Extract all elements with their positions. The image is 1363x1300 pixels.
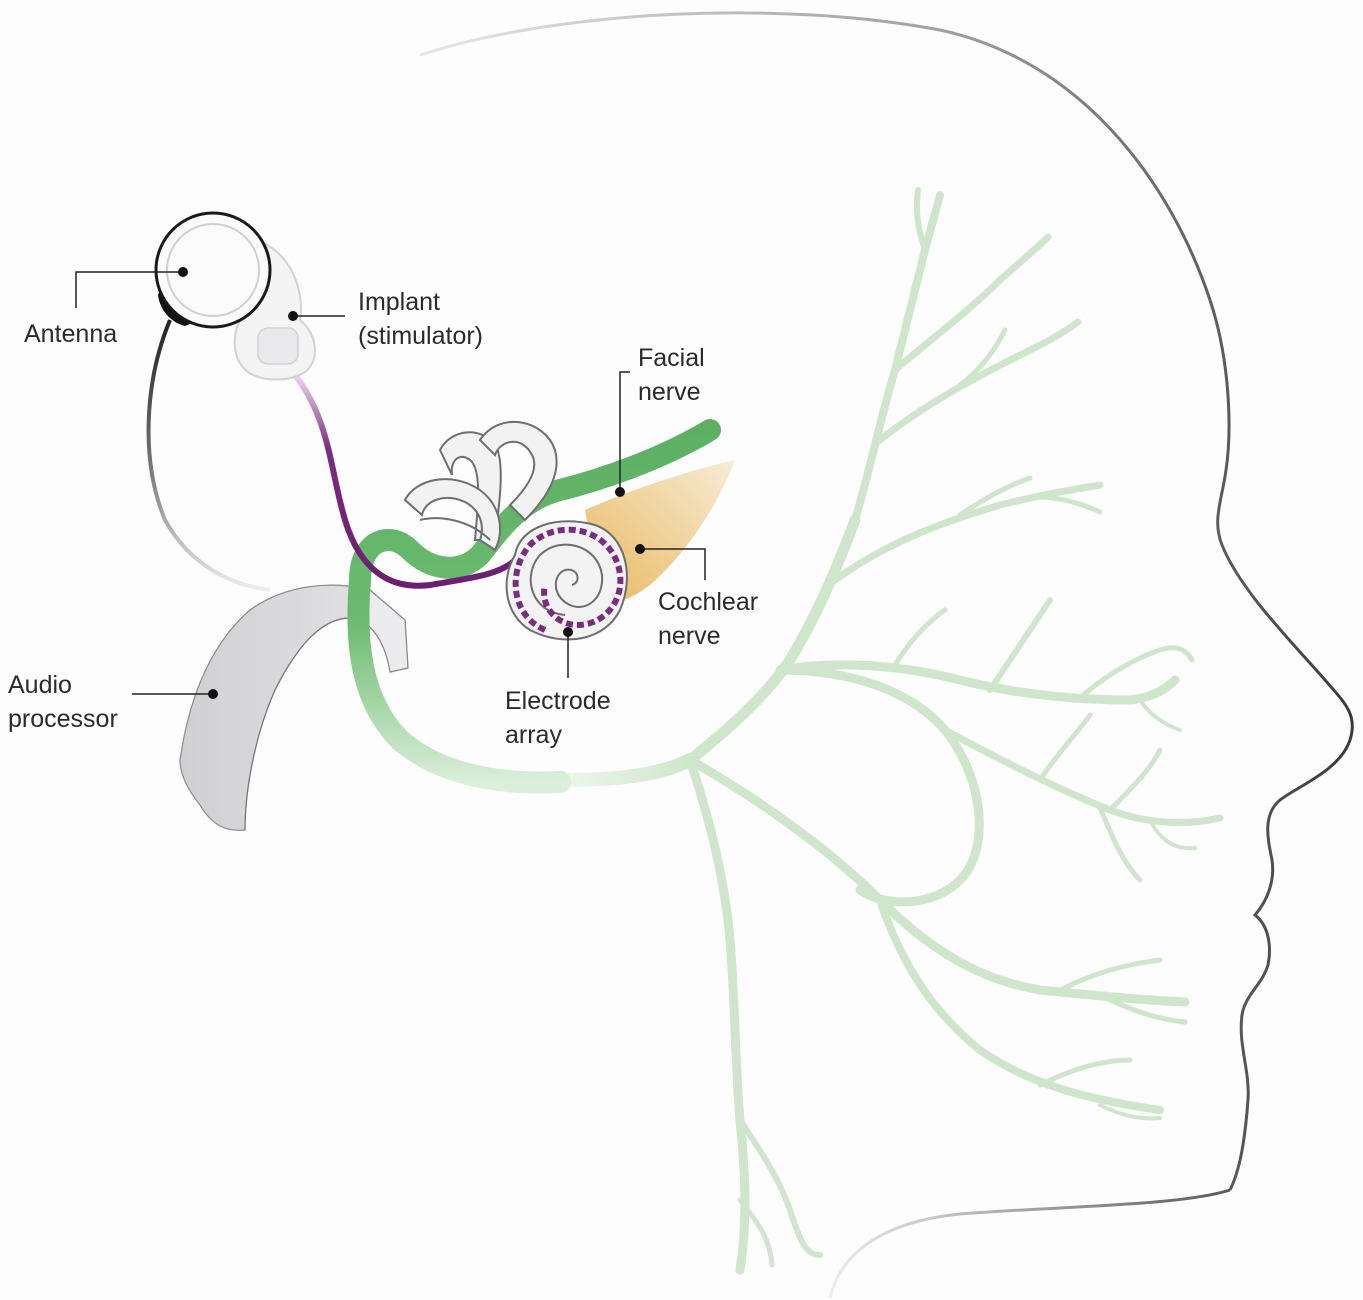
label-electrode-line1: Electrode (505, 687, 611, 715)
label-audio-line2: processor (8, 705, 118, 733)
label-cochlear-line2: nerve (658, 622, 721, 650)
cochlea (507, 521, 627, 639)
label-antenna: Antenna (24, 320, 117, 348)
label-implant-line1: Implant (358, 288, 440, 316)
head-outline (420, 13, 1352, 1300)
label-electrode-line2: array (505, 721, 562, 749)
label-implant-line2: (stimulator) (358, 322, 483, 350)
label-facial-line2: nerve (638, 378, 701, 406)
antenna-coil (156, 213, 270, 327)
label-cochlear-line1: Cochlear (658, 588, 758, 616)
label-facial-line1: Facial (638, 344, 705, 372)
label-audio-line1: Audio (8, 671, 72, 699)
